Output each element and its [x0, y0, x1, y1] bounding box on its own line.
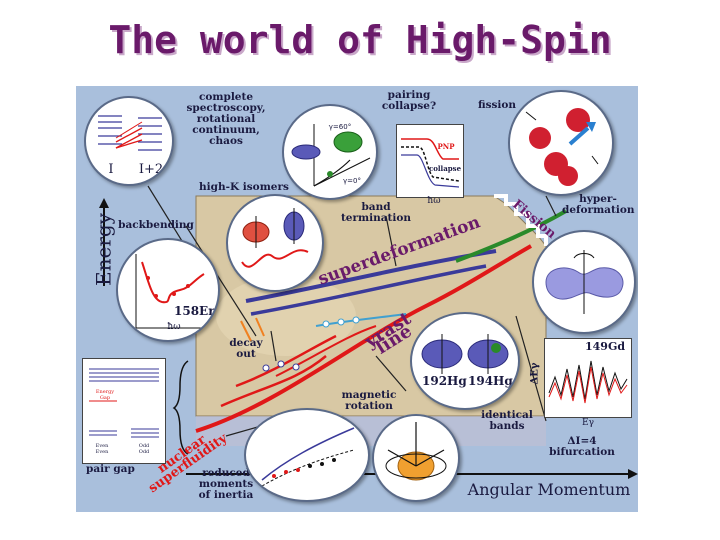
- delta-i-bifurcation-label: ΔI=4 bifurcation: [549, 435, 615, 458]
- hyperdeformation-label: hyper- deformation: [562, 193, 635, 216]
- pnp-label: PNP: [437, 142, 455, 151]
- identical-bands-label: identical bands: [481, 409, 533, 432]
- angular-momentum-axis-label: Angular Momentum: [467, 480, 631, 499]
- spectroscopy-circle: I I+2: [84, 96, 174, 186]
- magnetic-rotation-circle: [372, 414, 460, 502]
- e-gamma-label: Eγ: [582, 418, 594, 428]
- hyperdeformation-circle: [532, 230, 636, 334]
- yrast-line-curve: [195, 244, 532, 433]
- pairing-collapse-plot: PNP collapse: [396, 124, 464, 198]
- magnetic-rotation-label: magnetic rotation: [341, 389, 397, 412]
- gamma-60-label: γ=60°: [328, 123, 352, 131]
- odd-odd-label: Odd Odd: [138, 443, 150, 455]
- hbar-omega-backbending-label: ħω: [167, 322, 181, 332]
- delta-egamma-label: ΔEγ: [529, 362, 541, 385]
- gamma-0-label: γ=0°: [343, 177, 361, 185]
- fission-label: fission: [477, 99, 517, 111]
- high-k-isomers-circle: [226, 194, 324, 292]
- spin-i2-label: I+2: [138, 162, 164, 177]
- er158-label: 158Er: [174, 304, 215, 318]
- backbending-label: backbending: [118, 219, 194, 231]
- high-spin-figure: Energy Angular Momentum complete spectro…: [76, 86, 638, 512]
- reduced-moments-label: reduced moments of inertia: [198, 467, 254, 501]
- hbar-omega-pairing-label: ħω: [427, 196, 441, 206]
- high-k-isomers-label: high-K isomers: [199, 181, 289, 193]
- hg192-label: 192Hg: [422, 374, 467, 388]
- decay-out-label: decay out: [229, 337, 263, 360]
- superdeformed-band-2: [250, 264, 487, 316]
- even-even-label: Even Even: [95, 443, 109, 455]
- pair-gap-label: pair gap: [86, 463, 135, 475]
- spin-i-label: I: [108, 162, 114, 177]
- pair-gap-spectra: Energy Gap Even Even Odd Odd: [82, 358, 166, 464]
- gd149-staggering-plot: 149Gd: [544, 338, 632, 418]
- energy-gap-label: Energy Gap: [95, 389, 115, 401]
- energy-axis-label: Energy: [91, 213, 116, 286]
- backbending-circle: 158Er: [116, 238, 220, 342]
- band-termination-label: band termination: [340, 201, 412, 224]
- identical-bands-circle: 192Hg 194Hg: [410, 312, 520, 410]
- gd149-label: 149Gd: [585, 340, 626, 353]
- fission-circle: [508, 90, 614, 196]
- moments-of-inertia-circle: [244, 408, 370, 502]
- hyperdeformed-band: [455, 209, 567, 263]
- slide-title: The world of High-Spin: [108, 18, 612, 62]
- pairing-collapse-label: pairing collapse?: [381, 89, 437, 112]
- collapse-label: collapse: [428, 164, 462, 173]
- complete-spectroscopy-label: complete spectroscopy, rotational contin…: [186, 91, 266, 147]
- hg194-label: 194Hg: [468, 374, 513, 388]
- triaxial-shapes-circle: γ=60° γ=0°: [282, 104, 378, 200]
